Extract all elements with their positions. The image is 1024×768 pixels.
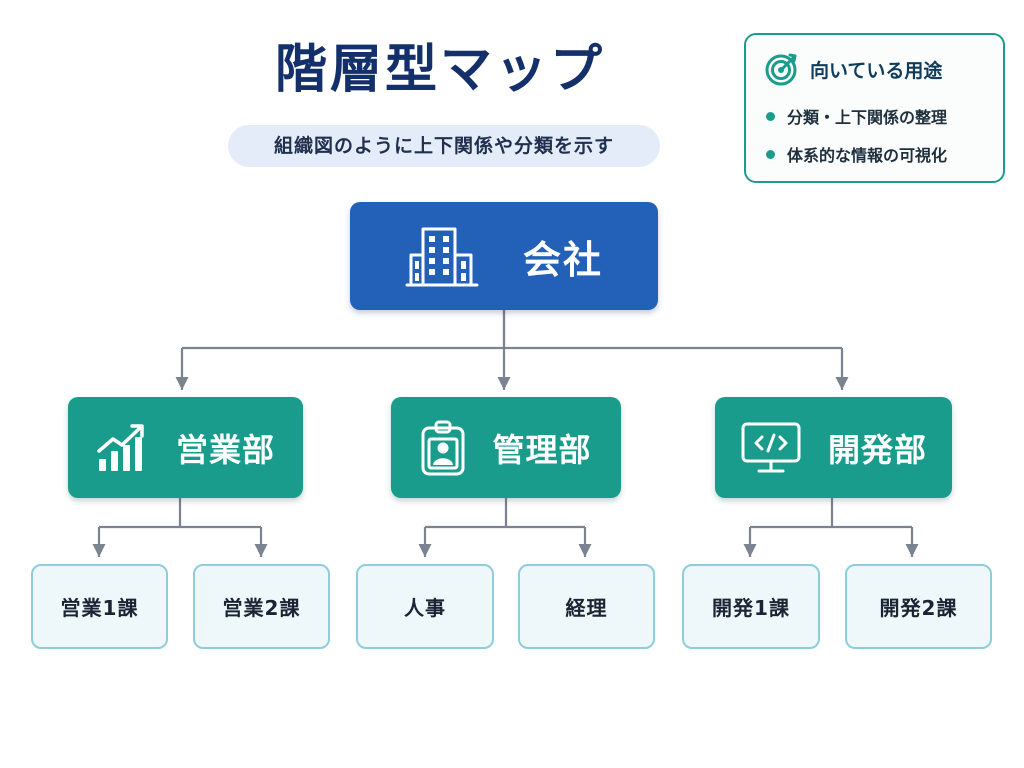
bullet-dot bbox=[766, 149, 775, 159]
dept-node-sales: 営業部 bbox=[68, 397, 303, 498]
dept-node-label: 営業部 bbox=[175, 430, 275, 469]
team-node: 開発2課 bbox=[845, 564, 992, 649]
dept-node-label: 開発部 bbox=[827, 430, 927, 469]
team-node: 営業1課 bbox=[31, 564, 168, 649]
bullet-dot bbox=[766, 111, 775, 121]
building-icon bbox=[405, 227, 479, 287]
dept-connector-trunk bbox=[99, 498, 261, 529]
use-case-title: 向いている用途 bbox=[810, 59, 943, 82]
use-case-item-label: 分類・上下関係の整理 bbox=[787, 108, 948, 127]
team-node: 開発1課 bbox=[682, 564, 820, 649]
team-node-label: 経理 bbox=[565, 596, 608, 620]
page-subtitle: 組織図のように上下関係や分類を示す bbox=[228, 125, 660, 167]
use-case-box: 向いている用途 分類・上下関係の整理 体系的な情報の可視化 bbox=[744, 33, 1005, 183]
use-case-header: 向いている用途 bbox=[764, 51, 942, 87]
target-icon bbox=[765, 53, 797, 86]
root-node-company: 会社 bbox=[350, 202, 658, 310]
page-title: 階層型マップ bbox=[274, 40, 605, 100]
dept-connector-trunk bbox=[750, 498, 912, 529]
team-node: 経理 bbox=[518, 564, 655, 649]
team-node-label: 営業1課 bbox=[60, 596, 139, 620]
team-node-label: 営業2課 bbox=[222, 596, 301, 620]
code-monitor-icon bbox=[741, 422, 801, 472]
root-connector-trunk bbox=[182, 310, 842, 350]
team-node-label: 開発1課 bbox=[712, 596, 790, 620]
id-badge-icon bbox=[421, 420, 465, 475]
dept-node-label: 管理部 bbox=[492, 430, 592, 469]
team-node-label: 人事 bbox=[404, 596, 446, 620]
team-node-label: 開発2課 bbox=[879, 596, 958, 620]
dept-node-admin: 管理部 bbox=[391, 397, 621, 498]
use-case-item: 体系的な情報の可視化 bbox=[766, 142, 947, 166]
dept-node-development: 開発部 bbox=[715, 397, 952, 498]
dept-connector-trunk bbox=[425, 498, 585, 529]
team-node: 営業2課 bbox=[193, 564, 330, 649]
team-node: 人事 bbox=[356, 564, 494, 649]
growth-chart-icon bbox=[97, 423, 144, 471]
use-case-item-label: 体系的な情報の可視化 bbox=[787, 146, 948, 165]
use-case-item: 分類・上下関係の整理 bbox=[766, 104, 947, 128]
root-node-label: 会社 bbox=[522, 237, 603, 282]
